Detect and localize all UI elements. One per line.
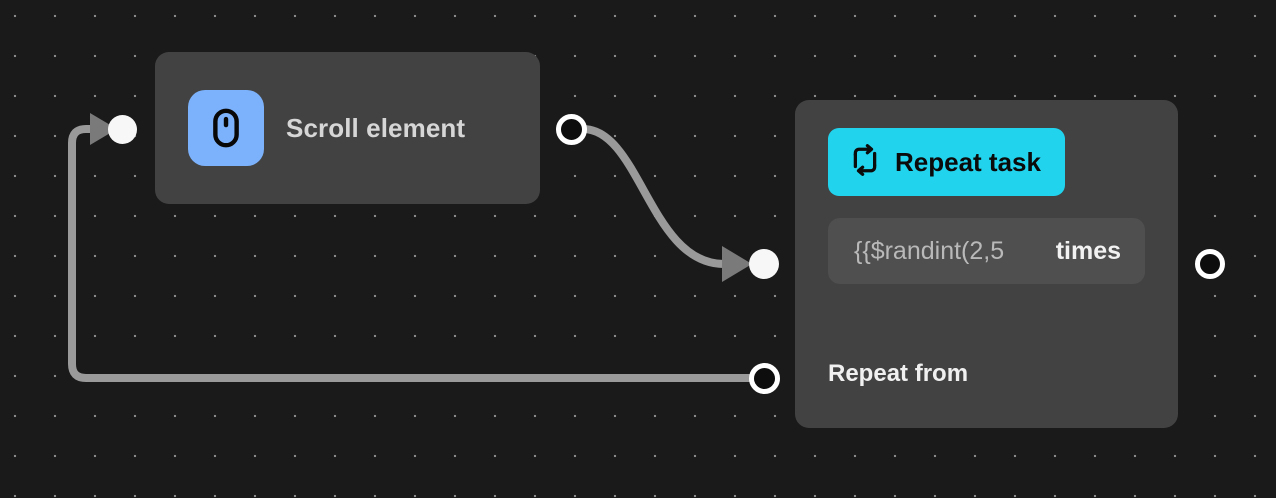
repeat-count-input[interactable]	[854, 236, 1044, 266]
scroll-element-output-handle[interactable]	[556, 114, 587, 145]
edge-arrowhead-repeat-input	[722, 246, 752, 282]
repeat-task-input-handle[interactable]	[749, 249, 779, 279]
node-title-scroll-element: Scroll element	[286, 112, 466, 143]
repeat-loop-icon	[848, 143, 882, 182]
repeat-task-repeat-from-handle[interactable]	[749, 363, 780, 394]
repeat-count-unit-label: times	[1055, 236, 1121, 265]
repeat-task-output-handle[interactable]	[1195, 249, 1225, 279]
edge-scroll-to-repeat	[579, 125, 728, 268]
mouse-icon	[188, 90, 264, 166]
repeat-from-label: Repeat from	[828, 360, 969, 387]
scroll-element-input-handle[interactable]	[108, 115, 137, 144]
repeat-task-header-label: Repeat task	[895, 146, 1041, 177]
repeat-task-header: Repeat task	[828, 128, 1065, 196]
node-repeat-task[interactable]: Repeat task times Repeat from	[795, 100, 1178, 428]
node-scroll-element[interactable]: Scroll element	[155, 52, 540, 204]
repeat-count-field-row[interactable]: times	[828, 218, 1145, 284]
